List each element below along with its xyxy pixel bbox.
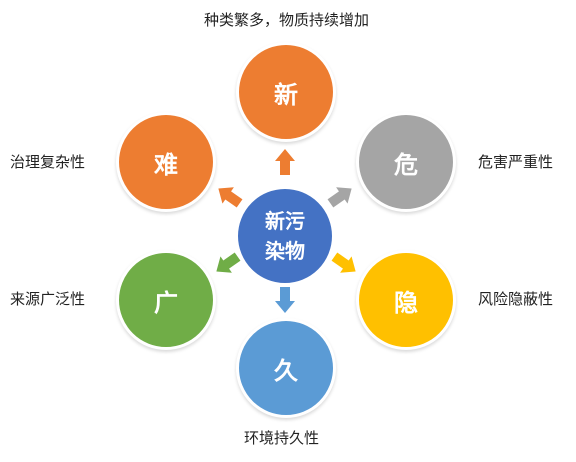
node-hidden-description: 风险隐蔽性 — [478, 290, 554, 308]
node-long-description: 环境持久性 — [244, 429, 320, 447]
center-label-line1: 新污 — [265, 209, 305, 233]
center-circle: 新污 染物 — [235, 186, 335, 286]
node-danger-description: 危害严重性 — [478, 153, 554, 171]
node-hard-description: 治理复杂性 — [10, 153, 86, 171]
node-long: 久 — [236, 318, 336, 418]
node-danger-label: 危 — [394, 150, 418, 179]
node-hard-label: 难 — [154, 150, 178, 179]
arrow-up-right-icon — [325, 180, 358, 211]
node-long-label: 久 — [274, 356, 298, 385]
arrow-down-right-icon — [329, 248, 362, 279]
node-hidden-label: 隐 — [394, 288, 418, 317]
node-wide-label: 广 — [154, 288, 178, 317]
node-new-description: 种类繁多，物质持续增加 — [204, 11, 370, 29]
node-hard: 难 — [116, 112, 216, 212]
arrow-down-icon — [275, 287, 295, 313]
node-new: 新 — [236, 42, 336, 142]
node-hidden: 隐 — [356, 250, 456, 350]
node-wide: 广 — [116, 250, 216, 350]
node-new-label: 新 — [274, 80, 298, 109]
arrow-down-left-icon — [211, 248, 244, 279]
arrow-up-left-icon — [213, 180, 246, 211]
arrow-up-icon — [275, 149, 295, 175]
center-label-line2: 染物 — [265, 239, 305, 263]
node-wide-description: 来源广泛性 — [10, 290, 86, 308]
node-danger: 危 — [356, 112, 456, 212]
